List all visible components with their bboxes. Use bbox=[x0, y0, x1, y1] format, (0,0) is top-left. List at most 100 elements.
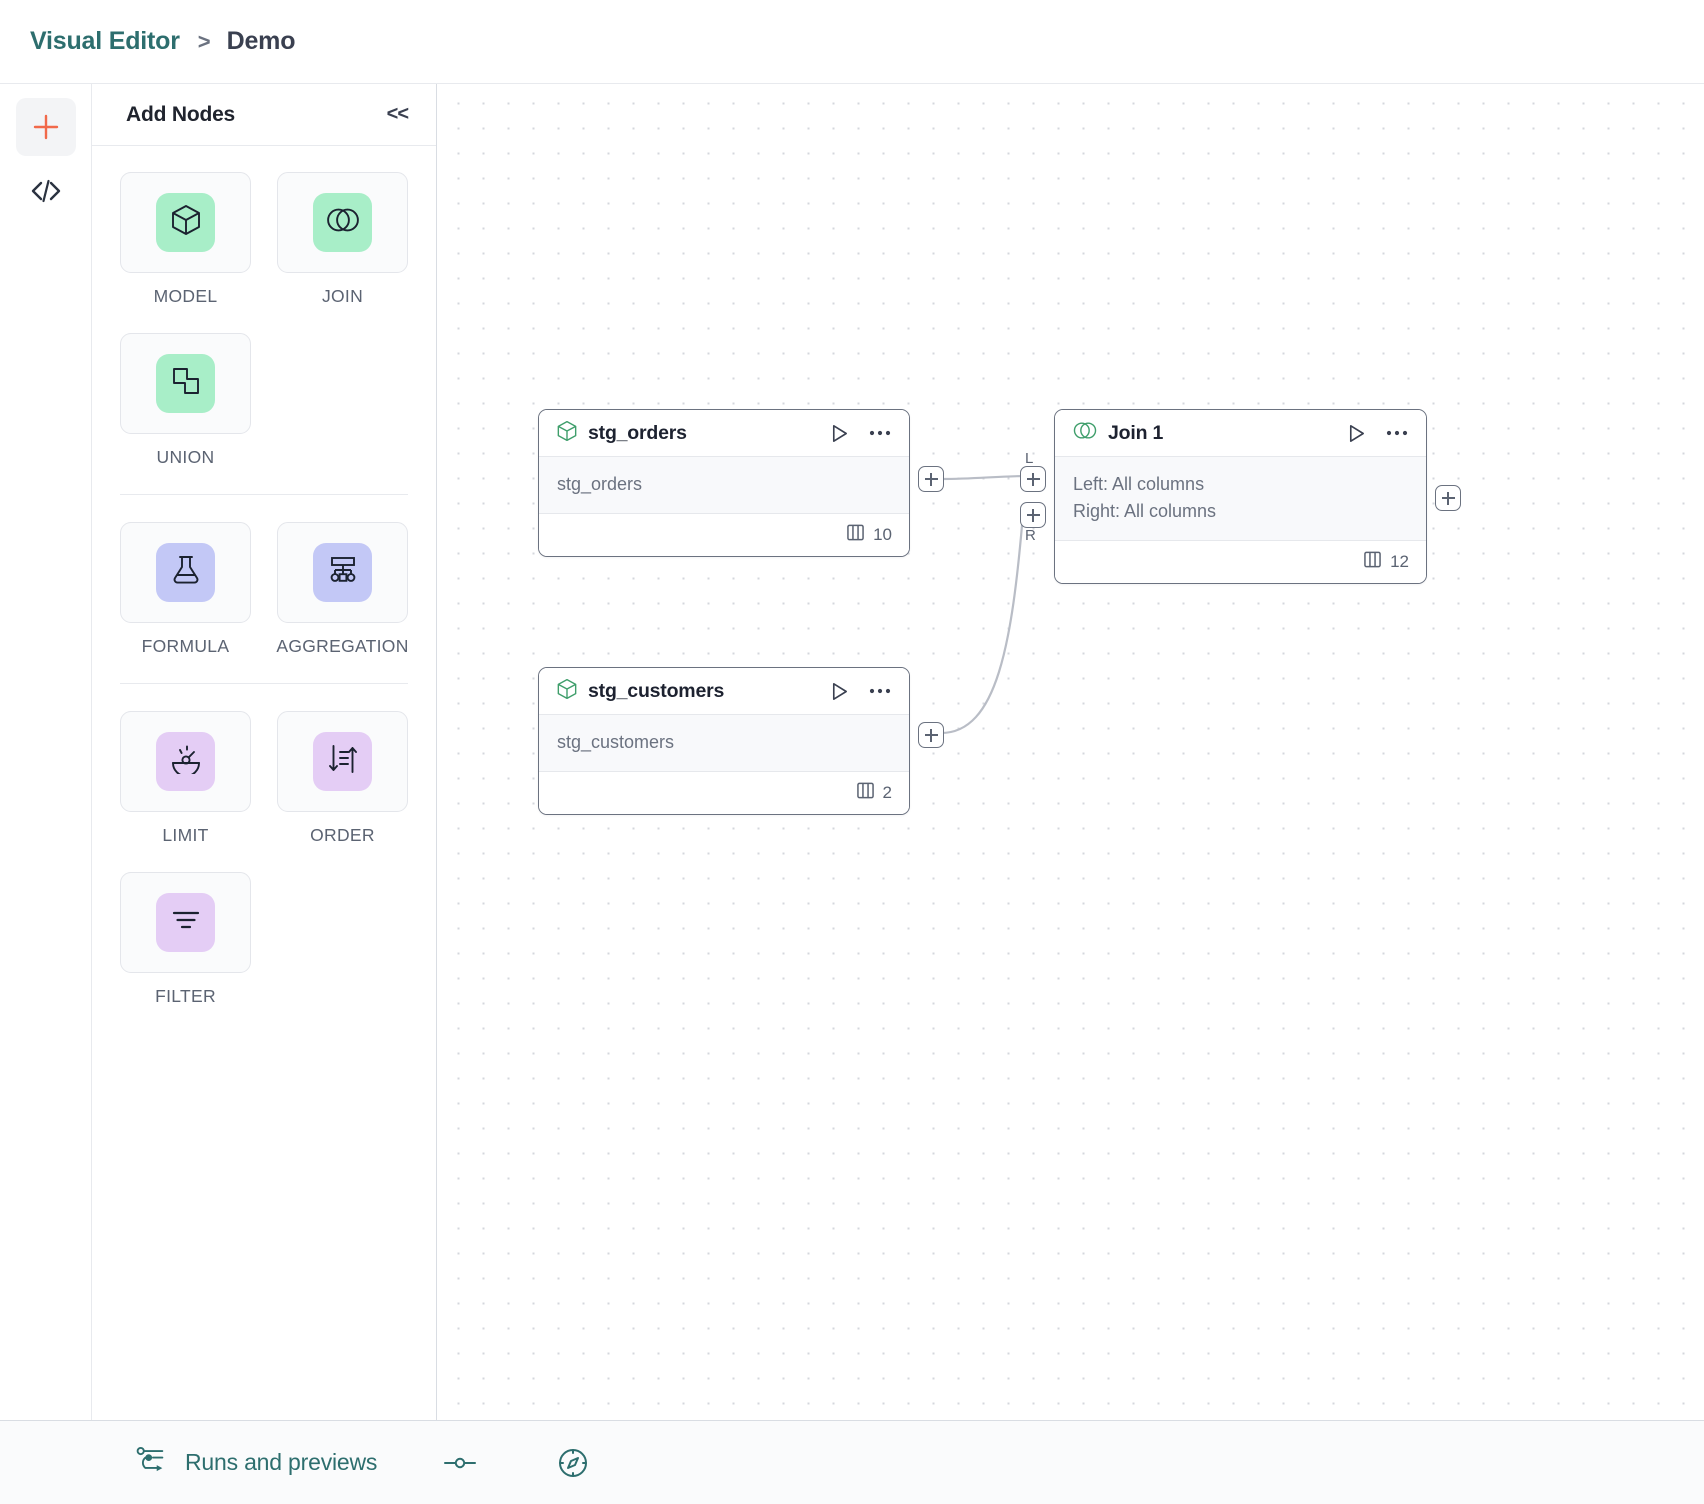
run-node-button[interactable] bbox=[829, 423, 850, 444]
sort-icon bbox=[328, 743, 358, 780]
chip bbox=[156, 354, 215, 413]
flow-node-footer: 12 bbox=[1055, 541, 1426, 583]
editor-body: Add Nodes << bbox=[0, 84, 1704, 1420]
add-node-rail-button[interactable] bbox=[16, 98, 76, 156]
port-label-left: L bbox=[1025, 450, 1033, 467]
breadcrumb-current: Demo bbox=[227, 27, 296, 56]
node-palette-item-formula[interactable]: FORMULA bbox=[120, 522, 251, 657]
flow-node-stg-customers[interactable]: stg_customers bbox=[538, 667, 910, 815]
pipeline-icon bbox=[136, 1446, 168, 1479]
runs-and-previews-button[interactable]: Runs and previews bbox=[136, 1446, 377, 1479]
run-node-button[interactable] bbox=[829, 681, 850, 702]
flow-node-header: Join 1 bbox=[1055, 410, 1426, 457]
cube-icon bbox=[557, 420, 577, 447]
palette-divider bbox=[120, 494, 408, 495]
bottom-toolbar: Runs and previews bbox=[0, 1420, 1704, 1504]
flow-node-footer: 10 bbox=[539, 514, 909, 556]
canvas-inner: stg_orders bbox=[437, 84, 1704, 1420]
plus-icon bbox=[1442, 492, 1455, 505]
column-count: 12 bbox=[1390, 552, 1409, 572]
node-palette-item-union[interactable]: UNION bbox=[120, 333, 251, 468]
filter-icon bbox=[171, 908, 201, 937]
code-icon bbox=[29, 176, 63, 206]
node-group-shaping: LIMIT bbox=[120, 711, 408, 1033]
input-port-join-right[interactable] bbox=[1020, 502, 1046, 528]
node-palette-label: UNION bbox=[157, 447, 215, 468]
node-tile bbox=[277, 711, 408, 812]
chip bbox=[313, 193, 372, 252]
panel-title: Add Nodes bbox=[126, 103, 235, 127]
flow-node-body-line-left: Left: All columns bbox=[1073, 471, 1408, 498]
flow-node-stg-orders[interactable]: stg_orders bbox=[538, 409, 910, 557]
node-palette-item-order[interactable]: ORDER bbox=[277, 711, 408, 846]
flow-node-join-1[interactable]: Join 1 bbox=[1054, 409, 1427, 584]
plus-icon bbox=[1027, 509, 1040, 522]
flow-node-body-line-right: Right: All columns bbox=[1073, 498, 1408, 525]
code-view-rail-button[interactable] bbox=[16, 162, 76, 220]
flow-node-header: stg_orders bbox=[539, 410, 909, 457]
plus-icon bbox=[1027, 473, 1040, 486]
chip bbox=[156, 543, 215, 602]
plus-icon bbox=[30, 111, 62, 143]
node-palette-item-filter[interactable]: FILTER bbox=[120, 872, 251, 1007]
chip bbox=[156, 732, 215, 791]
run-node-button[interactable] bbox=[1346, 423, 1367, 444]
node-tile bbox=[277, 522, 408, 623]
node-palette-label: ORDER bbox=[310, 825, 375, 846]
add-nodes-panel-header: Add Nodes << bbox=[92, 84, 436, 146]
node-palette-label: FILTER bbox=[155, 986, 216, 1007]
node-palette-item-aggregation[interactable]: AGGREGATION bbox=[277, 522, 408, 657]
flow-node-footer: 2 bbox=[539, 772, 909, 814]
node-palette-label: JOIN bbox=[322, 286, 363, 307]
flask-icon bbox=[172, 554, 200, 591]
palette-divider bbox=[120, 683, 408, 684]
runs-and-previews-label: Runs and previews bbox=[185, 1449, 377, 1476]
node-group-transforms: FORMULA bbox=[120, 522, 408, 683]
node-group-sources: MODEL bbox=[120, 172, 408, 494]
add-nodes-panel: Add Nodes << bbox=[92, 84, 437, 1420]
input-port-join-left[interactable] bbox=[1020, 466, 1046, 492]
node-tile bbox=[120, 333, 251, 434]
icon-rail bbox=[0, 84, 92, 1420]
cube-icon bbox=[171, 204, 201, 241]
collapse-panel-button[interactable]: << bbox=[387, 103, 408, 126]
node-palette-item-limit[interactable]: LIMIT bbox=[120, 711, 251, 846]
node-palette-item-model[interactable]: MODEL bbox=[120, 172, 251, 307]
flow-node-body: stg_customers bbox=[539, 715, 909, 772]
node-tile bbox=[120, 522, 251, 623]
compass-icon[interactable] bbox=[557, 1447, 589, 1479]
node-tile bbox=[120, 172, 251, 273]
node-palette-label: MODEL bbox=[154, 286, 218, 307]
column-count: 2 bbox=[883, 783, 892, 803]
output-port-stg-orders[interactable] bbox=[918, 466, 944, 492]
gauge-icon bbox=[170, 744, 202, 779]
node-palette-label: AGGREGATION bbox=[276, 636, 408, 657]
flow-canvas[interactable]: stg_orders bbox=[437, 84, 1704, 1420]
breadcrumb-root-link[interactable]: Visual Editor bbox=[30, 27, 180, 56]
node-menu-button[interactable] bbox=[1386, 429, 1408, 437]
flow-node-title: Join 1 bbox=[1108, 422, 1335, 445]
add-nodes-list: MODEL bbox=[92, 146, 436, 1420]
node-tile bbox=[277, 172, 408, 273]
node-palette-label: FORMULA bbox=[142, 636, 230, 657]
node-tile bbox=[120, 872, 251, 973]
output-port-join-1[interactable] bbox=[1435, 485, 1461, 511]
chip bbox=[156, 193, 215, 252]
flow-node-body: stg_orders bbox=[539, 457, 909, 514]
node-menu-button[interactable] bbox=[869, 429, 891, 437]
flow-node-actions bbox=[1346, 423, 1408, 444]
node-menu-button[interactable] bbox=[869, 687, 891, 695]
flow-node-body-line: stg_orders bbox=[557, 471, 891, 498]
plus-icon bbox=[925, 729, 938, 742]
output-port-stg-customers[interactable] bbox=[918, 722, 944, 748]
columns-icon bbox=[1364, 550, 1381, 574]
port-label-right: R bbox=[1025, 527, 1036, 544]
chip bbox=[313, 543, 372, 602]
slider-icon[interactable] bbox=[443, 1455, 477, 1471]
flow-node-header: stg_customers bbox=[539, 668, 909, 715]
node-palette-item-join[interactable]: JOIN bbox=[277, 172, 408, 307]
column-count: 10 bbox=[873, 525, 892, 545]
columns-icon bbox=[857, 781, 874, 805]
breadcrumb-header: Visual Editor > Demo bbox=[0, 0, 1704, 84]
